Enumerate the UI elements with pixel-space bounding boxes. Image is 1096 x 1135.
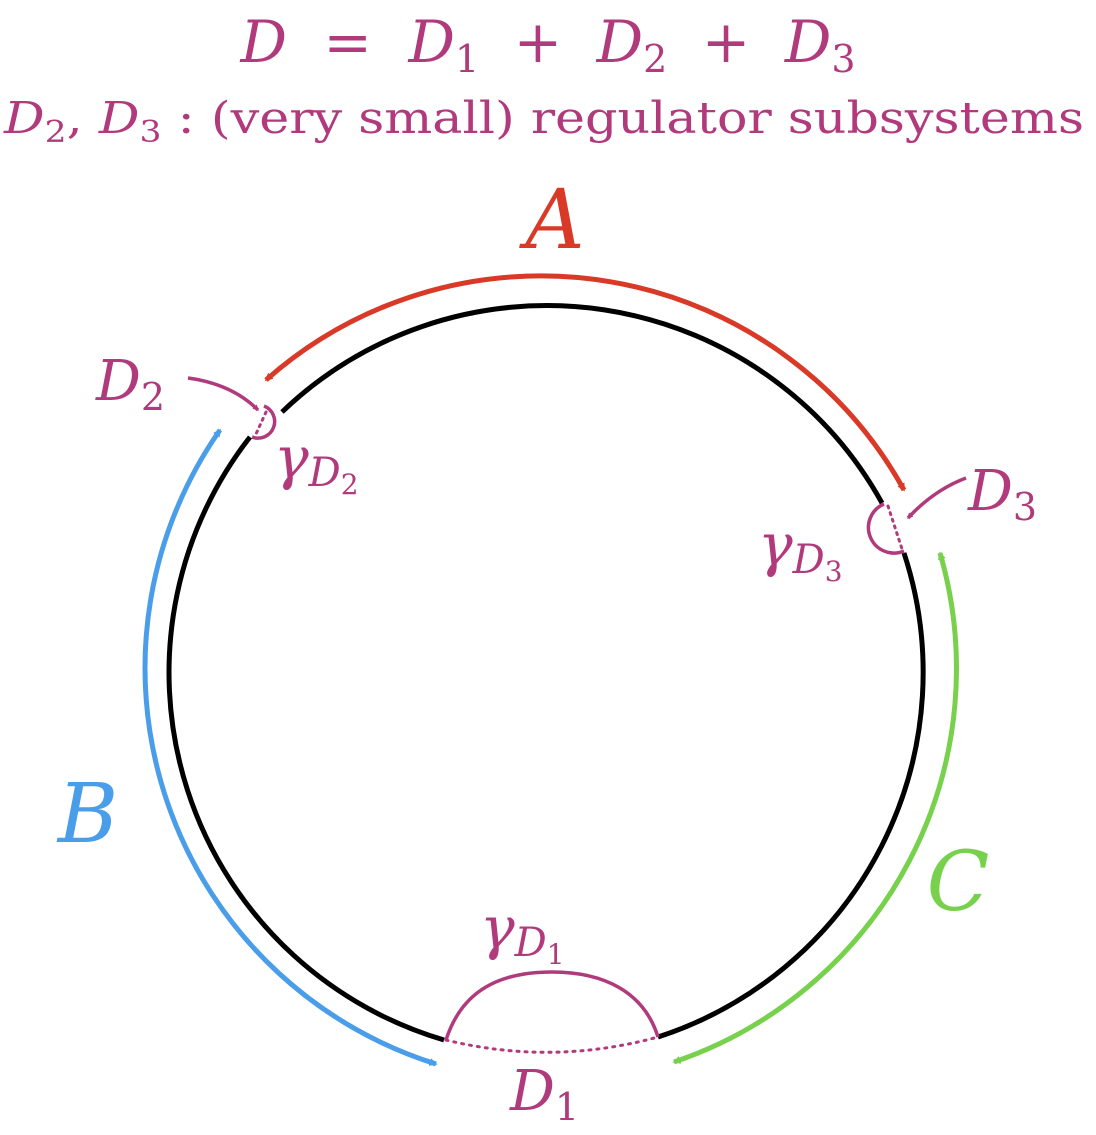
d2-pointer-arrow: [187, 376, 260, 412]
title-formula: D = D1 + D2 + D3: [239, 8, 855, 86]
subtitle-d2-sub: 2: [45, 115, 67, 150]
title-d3: D: [784, 8, 832, 76]
label-c: C: [927, 835, 990, 930]
d3-dotted-segment: [886, 504, 904, 551]
label-b: B: [56, 767, 118, 862]
d1-dotted-segment: [444, 1035, 660, 1054]
arrow-a: [264, 273, 907, 492]
subtitle-comma: ,: [67, 93, 83, 144]
arrow-c: [672, 551, 959, 1065]
title-d3-sub: 3: [831, 37, 855, 81]
boundary-arc-top: [280, 303, 885, 505]
label-d2: D2: [95, 349, 165, 419]
boundary-arc-right: [657, 552, 926, 1040]
title-d1: D: [407, 8, 455, 76]
d3-pointer-arrow: [906, 476, 967, 520]
subtitle-d3-sub: 3: [140, 115, 162, 150]
gamma-d3-arc: [866, 502, 905, 555]
label-gamma-d2: γD2: [274, 424, 359, 501]
label-gamma-d3: γD3: [758, 511, 843, 588]
title-d2: D: [596, 8, 644, 76]
subtitle-description: : (very small) regulator subsystems: [178, 93, 1084, 144]
label-d1: D1: [509, 1059, 579, 1129]
gamma-d1-arc: [444, 970, 660, 1041]
boundary-arc-left: [166, 435, 445, 1043]
subtitle-d3: D: [98, 93, 140, 144]
title-equals: =: [323, 8, 372, 76]
label-d3: D3: [967, 459, 1037, 529]
label-gamma-d1: γD1: [480, 894, 565, 971]
subtitle-d2: D: [3, 93, 45, 144]
title-d2-sub: 2: [643, 37, 667, 81]
title-plus-2: +: [702, 8, 751, 76]
label-a: A: [518, 173, 584, 268]
title-d1-sub: 1: [455, 37, 479, 81]
arrow-b: [142, 428, 438, 1067]
title-d: D: [239, 8, 287, 76]
d2-dotted-segment: [254, 410, 268, 436]
title-plus-1: +: [514, 8, 563, 76]
